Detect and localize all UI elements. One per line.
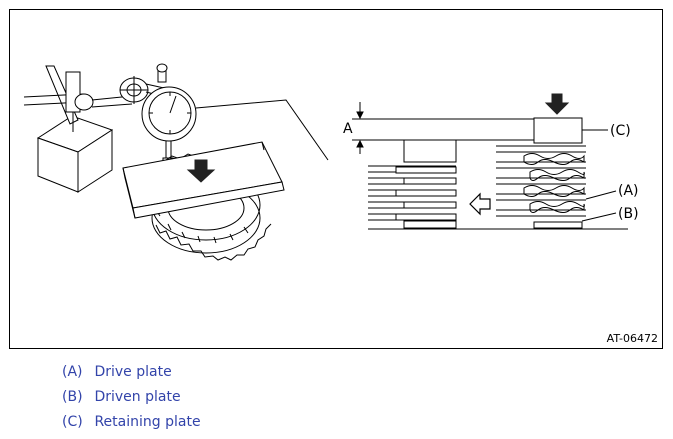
- retaining-plate-right: [533, 117, 583, 144]
- press-down-arrow-icon: [186, 159, 216, 183]
- dial-indicator: [141, 63, 197, 164]
- legend-item: (C) Retaining plate: [62, 411, 201, 436]
- label-drive-plate: (A): [618, 183, 639, 199]
- label-driven-plate: (B): [618, 206, 639, 222]
- legend-key: (B): [62, 389, 83, 405]
- legend-item: (B) Driven plate: [62, 386, 201, 411]
- legend-item: (A) Drive plate: [62, 361, 201, 386]
- legend-text: Retaining plate: [94, 414, 201, 430]
- magnetic-base: [36, 115, 114, 193]
- table-edge: [195, 99, 329, 161]
- figure-id: AT-06472: [606, 332, 658, 345]
- diagram-frame: A (C) (A) (B) AT-06472: [9, 9, 663, 349]
- legend-key: (A): [62, 364, 83, 380]
- legend: (A) Drive plate (B) Driven plate (C) Ret…: [62, 361, 201, 436]
- legend-text: Driven plate: [94, 389, 181, 405]
- left-arrow-icon: [469, 192, 491, 216]
- clearance-dimension: [352, 102, 568, 154]
- legend-key: (C): [62, 414, 83, 430]
- retaining-plate-left: [403, 139, 457, 163]
- dial-gauge-illustration: [23, 63, 329, 261]
- gauge-stand: [23, 65, 165, 132]
- dimension-a-label: A: [343, 121, 353, 137]
- label-retaining-plate: (C): [610, 123, 631, 139]
- clutch-pack-left: [368, 139, 628, 230]
- clutch-cross-section: [352, 93, 628, 230]
- clutch-clearance-diagram: A (C) (A) (B): [23, 63, 639, 261]
- apply-down-arrow-icon: [544, 93, 570, 115]
- legend-text: Drive plate: [94, 364, 172, 380]
- clutch-pack-right: [496, 93, 586, 229]
